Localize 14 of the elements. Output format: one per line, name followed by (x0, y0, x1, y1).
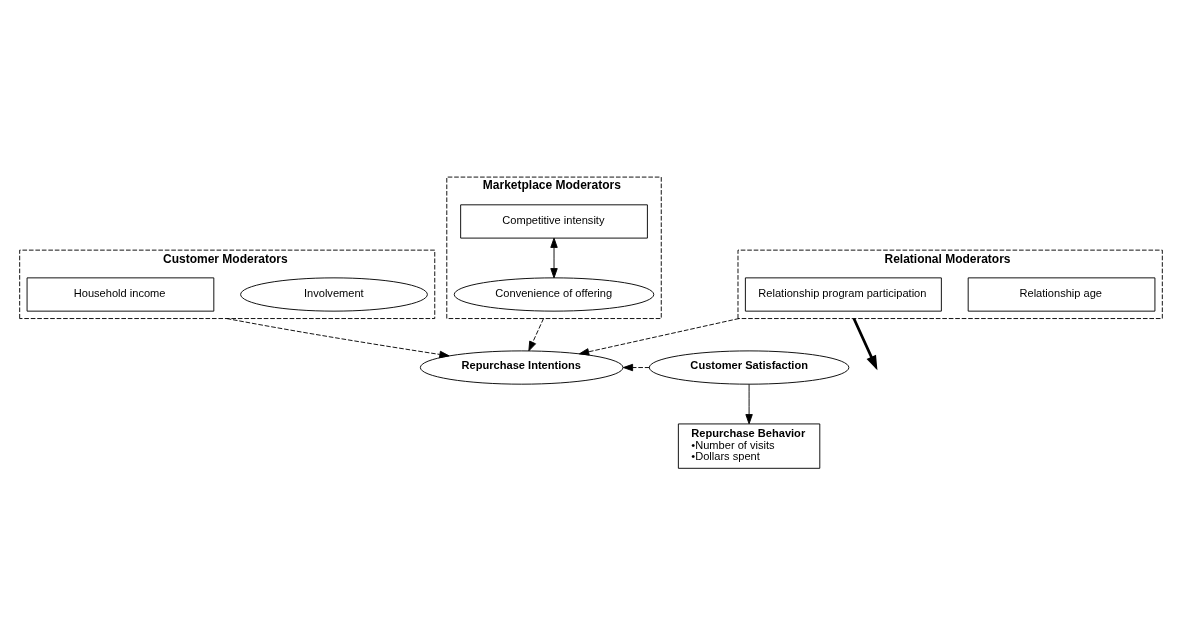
node-ellipse: Convenience of offering (453, 276, 655, 312)
arrow (622, 363, 650, 371)
node-box: Competitive intensity (460, 203, 648, 239)
node-box: Relationship program participation (744, 276, 942, 312)
node-box: Relationship age (967, 276, 1156, 312)
node-box: Repurchase Behavior •Number of visits •Dollars spent (677, 422, 821, 469)
node-ellipse: Customer Satisfaction (648, 349, 850, 385)
arrow (745, 383, 753, 424)
arrow (226, 317, 450, 358)
arrow (550, 237, 558, 278)
arrow (579, 317, 740, 355)
node-ellipse: Involvement (240, 276, 428, 312)
arrow (528, 317, 544, 351)
node-box: Household income (26, 276, 215, 312)
